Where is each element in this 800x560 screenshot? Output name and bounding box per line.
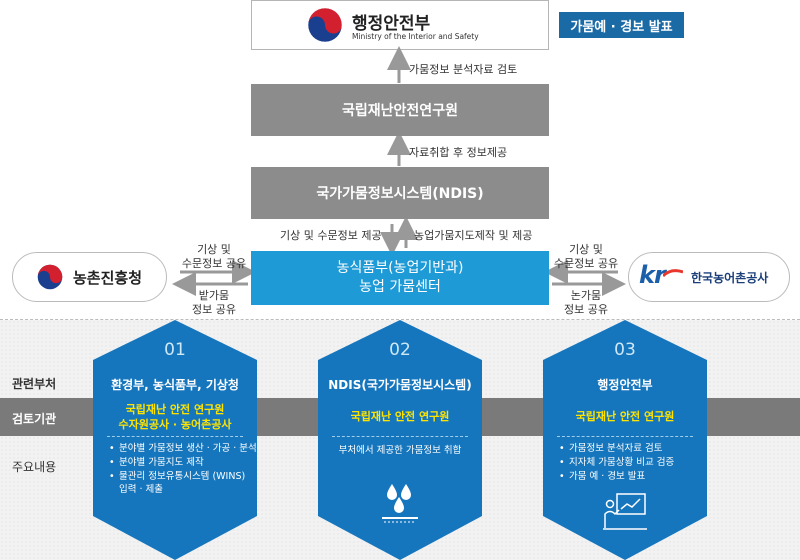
hex-ministry: NDIS(국가가뭄정보시스템) bbox=[328, 378, 472, 392]
collect-arrow-label: 자료취합 후 정보제공 bbox=[409, 146, 508, 159]
section-divider bbox=[0, 319, 800, 320]
hexagon-02: 02 NDIS(국가가뭄정보시스템) 국립재난 안전 연구원 부처에서 제공한 … bbox=[318, 320, 482, 560]
warning-announcement-badge: 가뭄예 · 경보 발표 bbox=[559, 12, 684, 38]
rda-name: 농촌진흥청 bbox=[73, 269, 143, 287]
ndis-weather-label: 기상 및 수문정보 제공 bbox=[280, 229, 382, 242]
row-label-review: 검토기관 bbox=[12, 412, 57, 426]
row-label-content: 주요내용 bbox=[12, 460, 57, 474]
hex-ministry: 환경부, 농식품부, 기상청 bbox=[111, 378, 239, 392]
list-item-continuation: 입력 · 제출 bbox=[119, 484, 164, 496]
hex-ministry: 행정안전부 bbox=[597, 378, 653, 392]
hex-separator bbox=[332, 436, 468, 437]
krc-logo-swoosh bbox=[663, 269, 683, 278]
institute-box: 국립재난안전연구원 bbox=[251, 84, 549, 136]
government-emblem-icon bbox=[307, 7, 343, 43]
flow-arrows bbox=[172, 46, 626, 296]
krc-org-pill: kr 한국농어촌공사 bbox=[628, 252, 790, 302]
rda-org-pill: 농촌진흥청 bbox=[12, 252, 167, 302]
hex-separator bbox=[557, 436, 693, 437]
list-item: 가뭄 예 · 경보 발표 bbox=[559, 470, 674, 484]
agri-drought-center-box: 농식품부(농업기반과) 농업 가뭄센터 bbox=[251, 251, 549, 305]
row-label-ministry: 관련부처 bbox=[12, 377, 57, 391]
ministry-name: 행정안전부 bbox=[352, 14, 431, 34]
hex-number: 02 bbox=[389, 340, 411, 360]
hex-content-list: 분야별 가뭄정보 생산 · 가공 · 분석 분야별 가뭄지도 제작 물관리 정보… bbox=[109, 442, 257, 497]
hex-number: 01 bbox=[164, 340, 186, 360]
krc-logo-icon: kr bbox=[639, 261, 666, 289]
ministry-english-name: Ministry of the Interior and Safety bbox=[352, 32, 479, 41]
center-line-1: 농식품부(농업기반과) bbox=[336, 260, 464, 277]
ministry-box: 행정안전부 Ministry of the Interior and Safet… bbox=[251, 0, 549, 50]
presentation-icon bbox=[603, 493, 647, 530]
list-item: 분야별 가뭄정보 생산 · 가공 · 분석 bbox=[109, 442, 257, 456]
government-emblem-icon bbox=[37, 264, 63, 290]
hex-content-text: 부처에서 제공한 가뭄정보 취합 bbox=[338, 445, 462, 456]
hexagon-03: 03 행정안전부 국립재난 안전 연구원 가뭄정보 분석자료 검토 지자체 가뭄… bbox=[543, 320, 707, 560]
hex-separator bbox=[107, 436, 243, 437]
list-item: 분야별 가뭄지도 제작 bbox=[109, 456, 257, 470]
hex-review: 국립재난 안전 연구원 bbox=[350, 410, 450, 423]
ndis-agri-label: 농업가뭄지도제작 및 제공 bbox=[414, 229, 533, 242]
hex-review: 국립재난 안전 연구원 bbox=[575, 410, 675, 423]
center-line-2: 농업 가뭄센터 bbox=[359, 279, 441, 295]
list-item: 가뭄정보 분석자료 검토 bbox=[559, 442, 674, 456]
list-item: 물관리 정보유통시스템 (WINS) bbox=[109, 470, 257, 484]
hex-content-list: 가뭄정보 분석자료 검토 지자체 가뭄상황 비교 검증 가뭄 예 · 경보 발표 bbox=[559, 442, 674, 483]
krc-name: 한국농어촌공사 bbox=[691, 271, 769, 285]
review-arrow-label: 가뭄정보 분석자료 검토 bbox=[409, 63, 518, 76]
list-item: 지자체 가뭄상황 비교 검증 bbox=[559, 456, 674, 470]
hex-number: 03 bbox=[614, 340, 636, 360]
water-drops-icon bbox=[382, 484, 418, 523]
ndis-box: 국가가뭄정보시스템(NDIS) bbox=[251, 167, 549, 219]
